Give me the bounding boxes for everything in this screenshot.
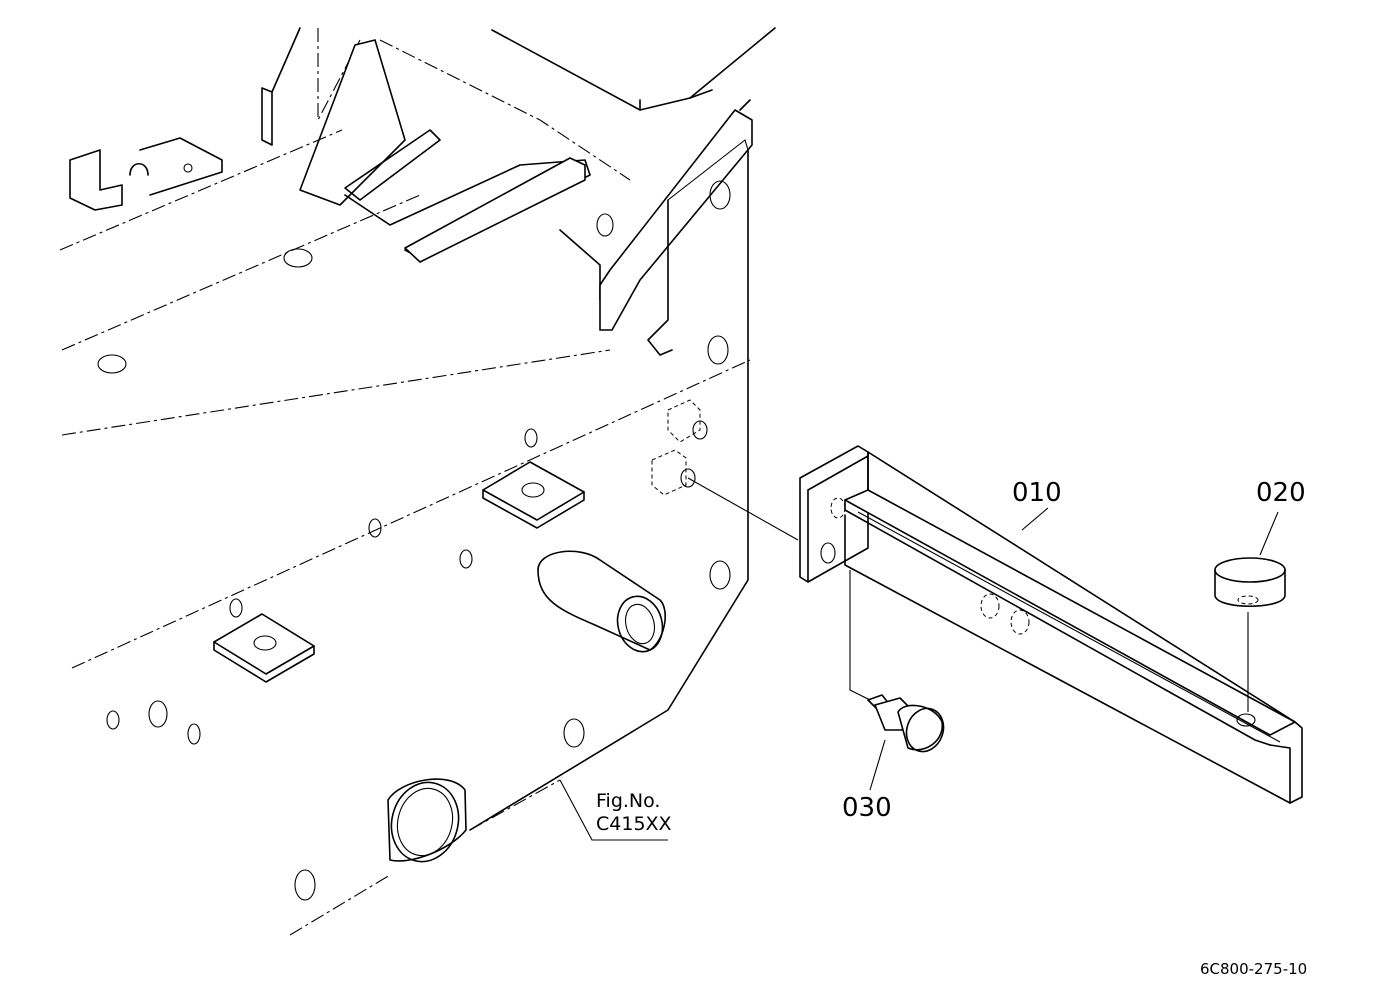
label-010: 010	[1012, 478, 1062, 508]
bolt-line	[687, 477, 799, 541]
figure-reference-line2: C415XX	[596, 812, 672, 835]
label-010-leader	[1021, 507, 1049, 531]
figure-reference-leader	[559, 779, 668, 841]
frame-assembly	[59, 27, 776, 936]
cap-020	[1214, 557, 1286, 608]
figure-reference: Fig.No. C415XX	[596, 790, 672, 836]
figure-reference-line1: Fig.No.	[596, 790, 661, 812]
label-030: 030	[842, 793, 892, 823]
label-020-leader	[1259, 511, 1279, 556]
label-020: 020	[1256, 478, 1306, 508]
bracket-010	[799, 445, 1303, 804]
drawing-code: 6C800-275-10	[1200, 960, 1308, 978]
label-030-leader	[869, 739, 886, 791]
fitting-030	[849, 570, 945, 753]
